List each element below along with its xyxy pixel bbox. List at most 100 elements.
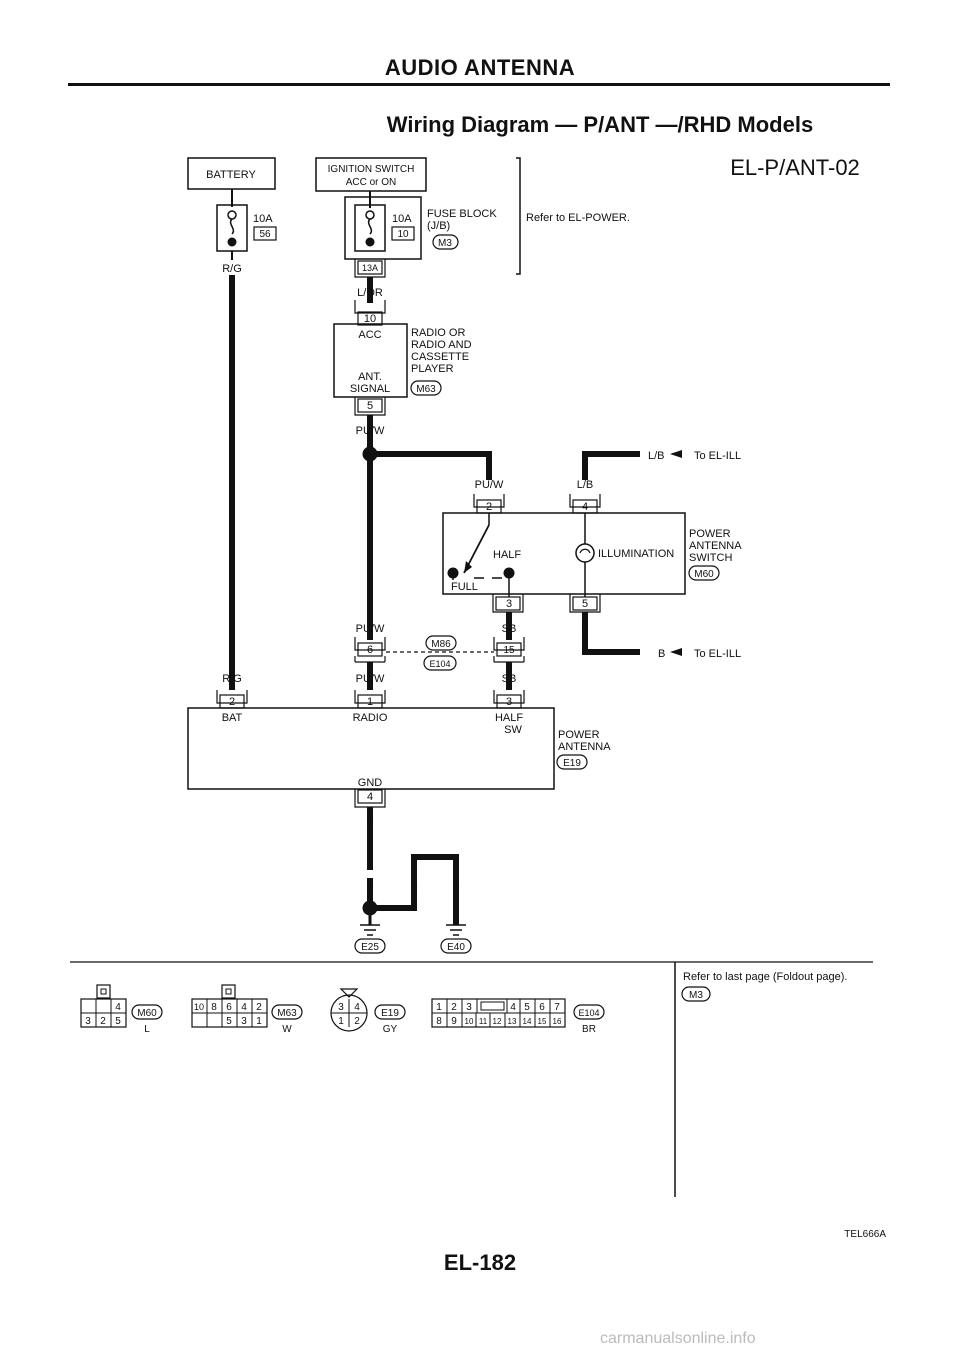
e104-color: BR [582,1024,596,1035]
power-antenna-box [187,707,555,790]
switch-pin-4: 4 [582,501,588,513]
switch-pin-5: 5 [582,598,588,610]
antenna-half-sw: SW [504,724,522,736]
joint-wire-puw: PU/W [356,623,385,635]
m63-pin: 8 [211,1002,217,1013]
switch-full: FULL [451,581,478,593]
switch-pin-2: 2 [486,501,492,513]
fuse-56-label-box [253,226,277,241]
foldout-ref-text: Refer to last page (Foldout page). [683,971,847,983]
wire-rg-top: R/G [222,263,242,275]
diagram-code: EL-P/ANT-02 [730,155,860,180]
antenna-connector: E19 [563,758,581,769]
e104-pin: 11 [479,1017,488,1026]
antenna-half: HALF [495,712,523,724]
e19-pin: 1 [338,1016,344,1027]
lb-label: L/B [648,450,665,462]
fuse-block-connector: M3 [438,238,452,249]
radio-box [333,323,408,398]
radio-name-4: PLAYER [411,363,454,375]
switch-half: HALF [493,549,521,561]
e104-pin: 1 [436,1002,442,1013]
m60-pin: 5 [115,1016,121,1027]
e104-pin: 10 [465,1017,474,1026]
joint-e104: E104 [429,659,450,669]
switch-name-2: ANTENNA [689,540,742,552]
e19-label: E19 [381,1008,399,1019]
m60-pin: 2 [100,1016,106,1027]
to-ill-bottom: To EL-ILL [694,648,741,660]
antenna-wire-b: B [366,814,373,826]
fuse-10-number: 10 [397,229,409,240]
switch-wire-lb: L/B [577,479,594,491]
watermark: carmanualsonline.info [600,1330,756,1347]
radio-name-1: RADIO OR [411,327,465,339]
connector-13a: 13A [362,263,378,273]
e104-pin: 3 [466,1002,472,1013]
e104-pin: 8 [436,1016,442,1027]
switch-pin-3: 3 [506,598,512,610]
radio-pin-acc: 10 [364,313,376,325]
e104-pin: 2 [451,1002,457,1013]
ignition-mode: ACC or ON [346,177,397,188]
to-ill-top: To EL-ILL [694,450,741,462]
m63-pin: 2 [256,1002,262,1013]
m63-color: W [282,1024,292,1035]
radio-ant: ANT. [358,371,382,383]
antenna-wire-rg: R/G [222,673,242,685]
m60-pin: 3 [85,1016,91,1027]
ref-power-text: Refer to EL-POWER. [526,212,630,224]
e104-pin: 13 [508,1017,517,1026]
e19-pin: 2 [354,1016,360,1027]
fuse-56-amp: 10A [253,213,273,225]
e104-pin: 12 [493,1017,502,1026]
fuse-56-number: 56 [259,229,271,240]
battery-label: BATTERY [206,169,256,181]
section-header: AUDIO ANTENNA [384,55,576,80]
radio-connector: M63 [416,384,436,395]
antenna-bat: BAT [222,712,243,724]
switch-name-1: POWER [689,528,731,540]
ignition-label: IGNITION SWITCH [328,164,415,175]
ground-e25: E25 [361,942,379,953]
switch-wire-sb: SB [502,623,517,635]
fuse-10-amp: 10A [392,213,412,225]
switch-illumination: ILLUMINATION [598,548,674,560]
m63-pin: 10 [194,1002,204,1012]
switch-wire-puw: PU/W [475,479,504,491]
ground-b-3: B [452,880,459,892]
radio-name-3: CASSETTE [411,351,469,363]
header-rule [68,83,890,86]
m60-pin: 4 [115,1002,121,1013]
antenna-pin-4: 4 [367,791,373,803]
radio-name-2: RADIO AND [411,339,472,351]
m63-pin: 6 [226,1002,232,1013]
antenna-pin-3: 3 [506,696,512,708]
m63-pin: 5 [226,1016,232,1027]
e104-pin: 15 [538,1017,547,1026]
e104-pin: 6 [539,1002,545,1013]
radio-signal: SIGNAL [350,383,390,395]
antenna-switch-box [442,512,686,595]
e104-pin: 16 [553,1017,562,1026]
wire-lor: L/OR [357,287,383,299]
page-number: EL-182 [443,1250,517,1275]
switch-connector: M60 [694,569,714,580]
m60-color: L [144,1024,150,1035]
diagram-title: Wiring Diagram — P/ANT —/RHD Models [386,112,814,137]
antenna-wire-puw: PU/W [356,673,385,685]
m63-pin: 4 [241,1002,247,1013]
m63-pin: 1 [256,1016,262,1027]
e104-pin: 5 [524,1002,530,1013]
e104-pin: 4 [510,1002,516,1013]
joint-m86: M86 [431,639,451,650]
radio-wire-puw: PU/W [356,425,385,437]
switch-name-3: SWITCH [689,552,732,564]
e104-pin: 14 [523,1017,532,1026]
e104-pin: 9 [451,1016,457,1027]
antenna-gnd: GND [358,777,383,789]
e104-pin: 7 [554,1002,560,1013]
ground-b-1: B [366,880,373,892]
m3-ref-tag: M3 [689,990,703,1001]
